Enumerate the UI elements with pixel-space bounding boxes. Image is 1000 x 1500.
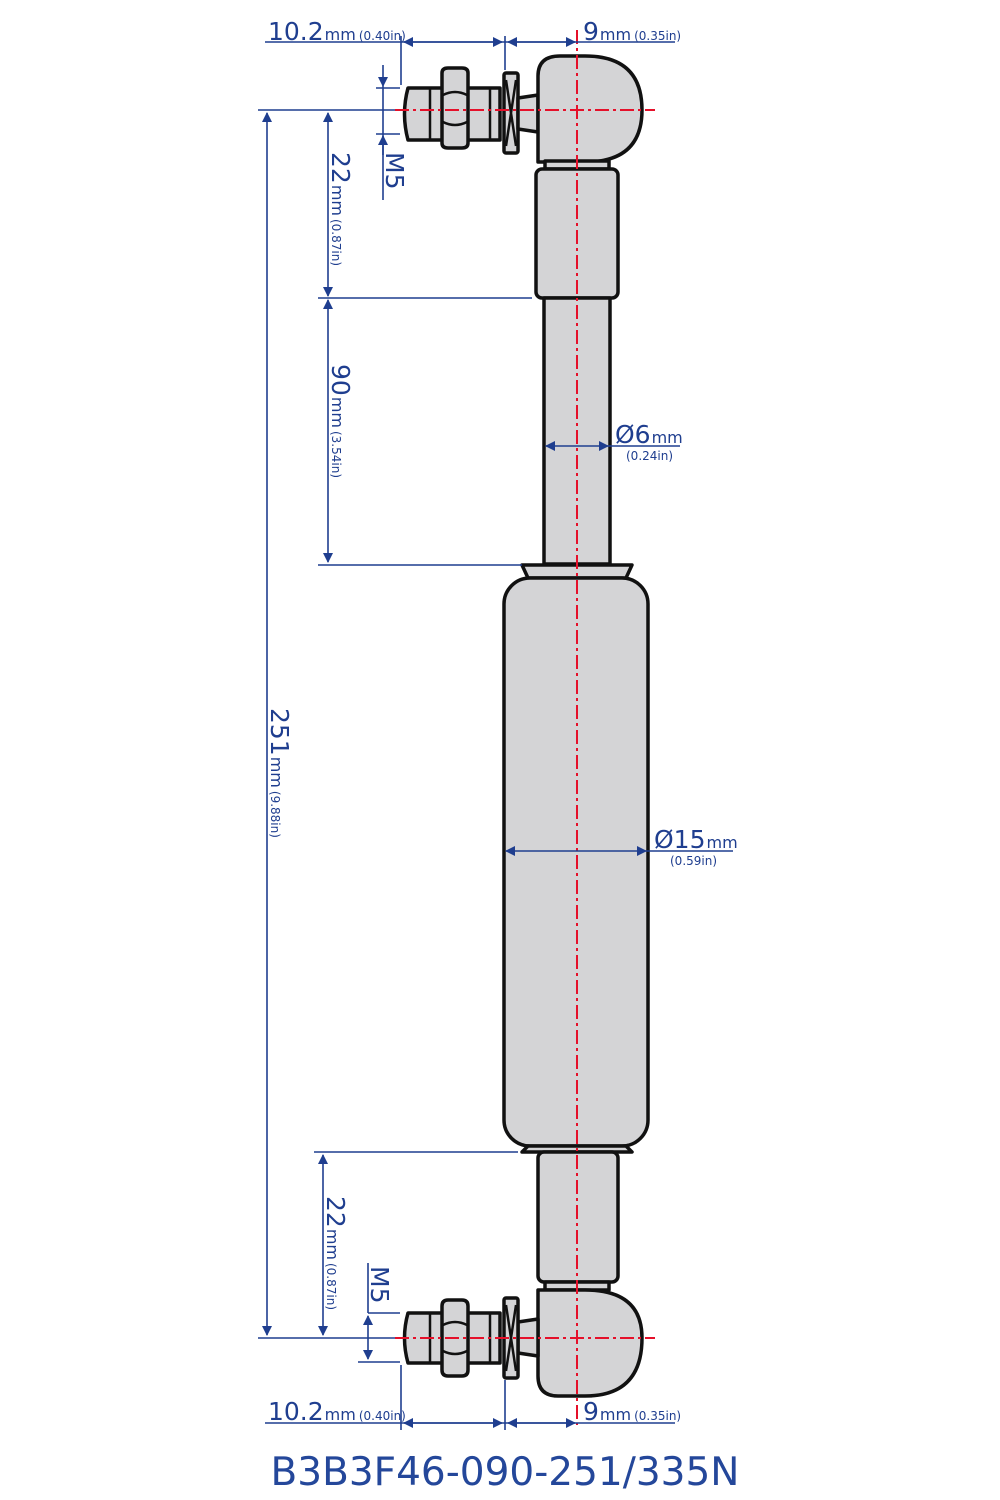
- stroke-label: 90mm(3.54in): [326, 364, 355, 478]
- bottom-ball-joint: [402, 1150, 644, 1398]
- bottom-end-length-label: 22mm(0.87in): [321, 1196, 350, 1310]
- dimension-lines: [258, 36, 733, 1430]
- rod-diameter-label: Ø6mm: [615, 420, 683, 449]
- bottom-thread-label: M5: [365, 1266, 394, 1303]
- center-lines: [395, 30, 655, 1425]
- bottom-ball-offset-label: 9mm(0.35in): [583, 1397, 681, 1426]
- bottom-stud-length-label: 10.2mm(0.40in): [268, 1397, 406, 1426]
- top-stud-length-label: 10.2mm(0.40in): [268, 17, 406, 46]
- top-ball-offset-label: 9mm(0.35in): [583, 17, 681, 46]
- part-number-title: B3B3F46-090-251/335N: [271, 1450, 740, 1495]
- top-thread-label: M5: [380, 152, 409, 189]
- body-diameter-imperial: (0.59in): [670, 854, 717, 868]
- top-ball-joint: [402, 54, 644, 300]
- top-end-length-label: 22mm(0.87in): [326, 152, 355, 266]
- body-diameter-label: Ø15mm: [654, 825, 738, 854]
- extended-length-label: 251mm(9.88in): [265, 708, 294, 838]
- rod-diameter-imperial: (0.24in): [626, 449, 673, 463]
